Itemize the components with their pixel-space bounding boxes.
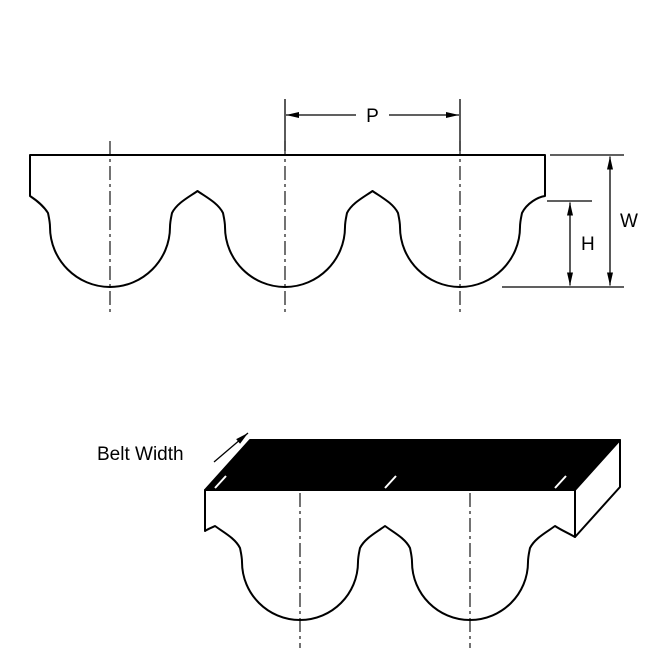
top-face-tick-3 <box>554 475 567 489</box>
belt-width-arrow <box>213 432 249 463</box>
pitch-dimension: P <box>284 99 461 151</box>
top-face-tick-1 <box>214 475 227 489</box>
tooth-height-dimension: H <box>547 200 595 286</box>
belt-front-profile <box>204 489 576 621</box>
perspective-view: Belt Width <box>97 432 621 648</box>
belt-top-face <box>204 439 621 491</box>
belt-width-label: Belt Width <box>97 444 184 465</box>
belt-thickness-label: W <box>620 211 638 232</box>
tooth-centerlines <box>109 141 461 313</box>
tooth-height-label: H <box>581 234 595 255</box>
belt-width-callout: Belt Width <box>97 432 249 465</box>
belt-thickness-dimension: W <box>502 154 638 288</box>
profile-view: P W H <box>29 99 638 313</box>
pitch-label: P <box>366 106 379 127</box>
perspective-centerlines <box>299 493 471 648</box>
belt-profile-outline <box>29 154 546 288</box>
top-face-tick-2 <box>384 475 397 489</box>
top-face-ticks <box>214 475 567 489</box>
